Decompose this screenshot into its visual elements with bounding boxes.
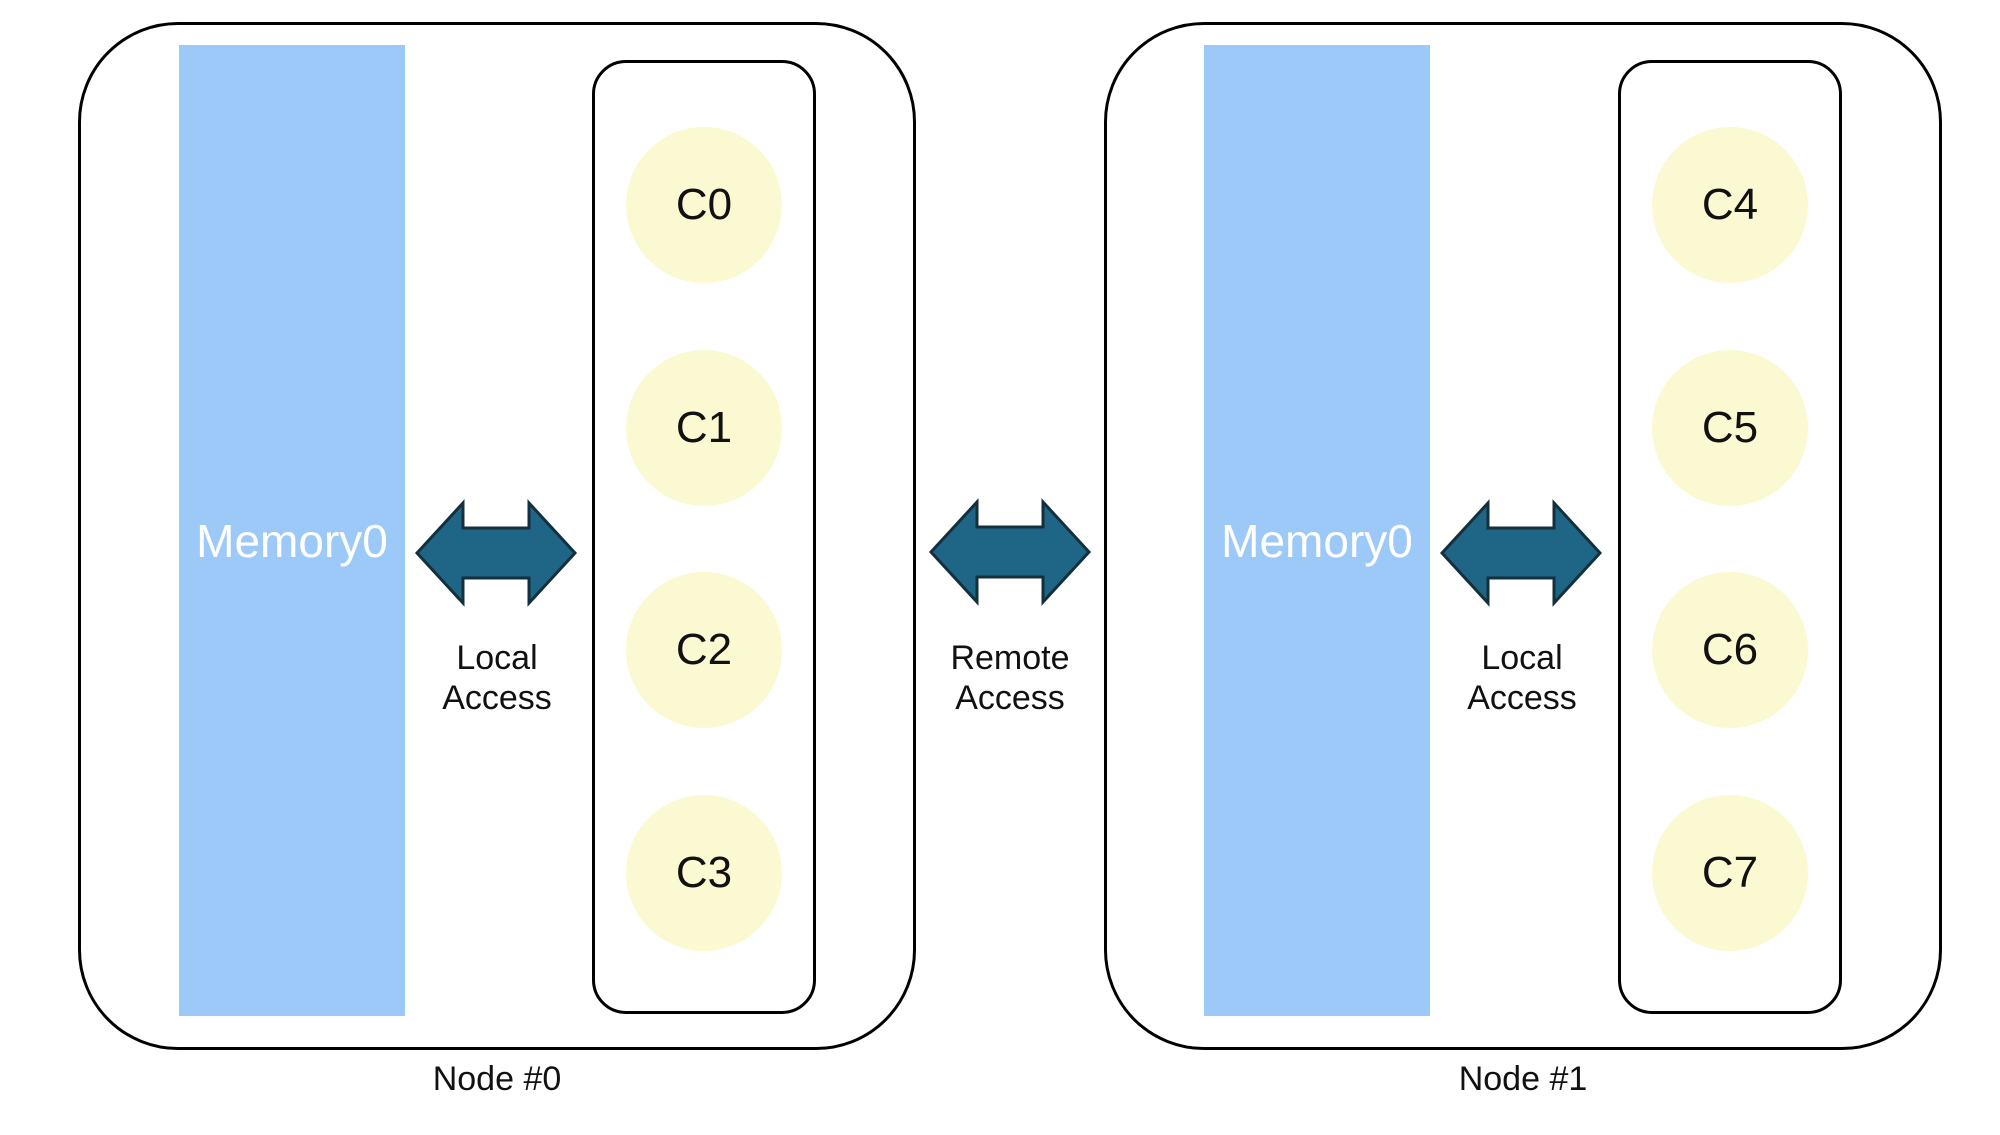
core-c7-label: C7 bbox=[1701, 847, 1759, 897]
core-c1-label: C1 bbox=[675, 402, 733, 452]
node-0-local-access-arrow-icon bbox=[414, 499, 578, 607]
core-c7: C7 bbox=[1652, 794, 1808, 951]
core-c5-label: C5 bbox=[1701, 402, 1759, 452]
node-1-caption: Node #1 bbox=[1458, 1060, 1588, 1098]
node-1-local-access-arrow-icon bbox=[1439, 499, 1603, 607]
core-c6: C6 bbox=[1652, 572, 1808, 729]
node-0-caption: Node #0 bbox=[432, 1060, 562, 1098]
core-c3-label: C3 bbox=[675, 847, 733, 897]
core-c5: C5 bbox=[1652, 349, 1808, 506]
remote-access-arrow-icon bbox=[928, 498, 1092, 606]
node-0-cores-panel: C0 C1 C2 C3 bbox=[592, 60, 816, 1014]
node-1-memory-label: Memory0 bbox=[1221, 514, 1413, 567]
node-1-memory-block: Memory0 bbox=[1204, 45, 1430, 1016]
core-c4-label: C4 bbox=[1701, 180, 1759, 229]
core-c3: C3 bbox=[626, 794, 782, 951]
core-c6-label: C6 bbox=[1701, 625, 1759, 675]
core-c2: C2 bbox=[626, 572, 782, 729]
node-1-local-access-label: Local Access bbox=[1467, 639, 1577, 717]
core-c0-label: C0 bbox=[675, 180, 733, 229]
core-c0: C0 bbox=[626, 127, 782, 283]
core-c2-label: C2 bbox=[675, 625, 733, 675]
node-0-memory-block: Memory0 bbox=[179, 45, 405, 1016]
remote-access-label: Remote Access bbox=[950, 639, 1070, 717]
node-0-memory-label: Memory0 bbox=[196, 514, 388, 567]
core-c1: C1 bbox=[626, 349, 782, 506]
node-0-local-access-label: Local Access bbox=[442, 639, 552, 717]
core-c4: C4 bbox=[1652, 127, 1808, 283]
node-1-cores-panel: C4 C5 C6 C7 bbox=[1618, 60, 1842, 1014]
